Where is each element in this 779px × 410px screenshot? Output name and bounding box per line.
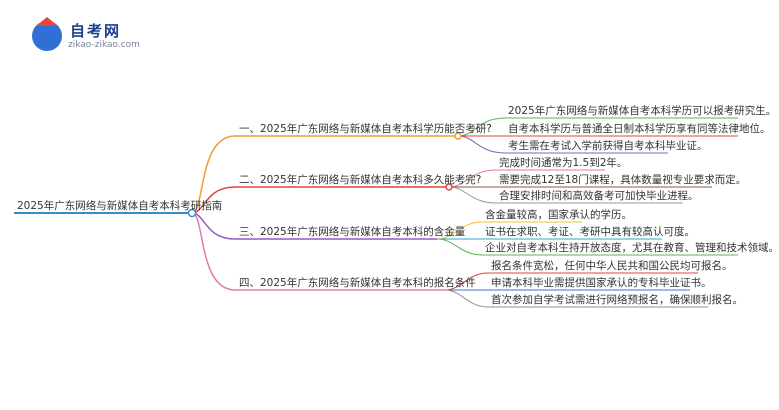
leaf-4-2: 申请本科毕业需提供国家承认的专科毕业证书。 [491,277,712,289]
leaf-3-2: 证书在求职、考证、考研中具有较高认可度。 [485,226,695,238]
leaf-1-3: 考生需在考试入学前获得自考本科毕业证。 [508,140,708,152]
branch-1-label: 一、2025年广东网络与新媒体自考本科学历能否考研? [239,123,492,135]
leaf-2-1: 完成时间通常为1.5到2年。 [499,157,628,169]
branch-4-label: 四、2025年广东网络与新媒体自考本科的报名条件 [239,277,476,289]
leaf-1-1: 2025年广东网络与新媒体自考本科学历可以报考研究生。 [508,105,777,117]
branch-2-label: 二、2025年广东网络与新媒体自考本科多久能考完? [239,174,482,186]
leaf-2-2: 需要完成12至18门课程，具体数量视专业要求而定。 [499,174,747,186]
leaf-4-1: 报名条件宽松，任何中华人民共和国公民均可报名。 [491,260,733,272]
leaf-4-3: 首次参加自学考试需进行网络预报名，确保顺利报名。 [491,294,743,306]
leaf-1-2: 自考本科学历与普通全日制本科学历享有同等法律地位。 [508,123,771,135]
logo-icon [32,21,62,51]
mindmap-connectors [14,117,738,308]
branch-3-label: 三、2025年广东网络与新媒体自考本科的含金量 [239,226,466,238]
graduation-cap-icon [36,17,58,26]
leaf-3-1: 含金量较高，国家承认的学历。 [485,209,632,221]
logo-title: 自考网 [70,22,122,40]
leaf-3-3: 企业对自考本科生持开放态度，尤其在教育、管理和技术领域。 [485,242,779,254]
mindmap-root: 2025年广东网络与新媒体自考本科考研指南 [17,200,223,212]
leaf-2-3: 合理安排时间和高效备考可加快毕业进程。 [499,190,699,202]
logo-url: zikao-zikao.com [68,40,140,50]
